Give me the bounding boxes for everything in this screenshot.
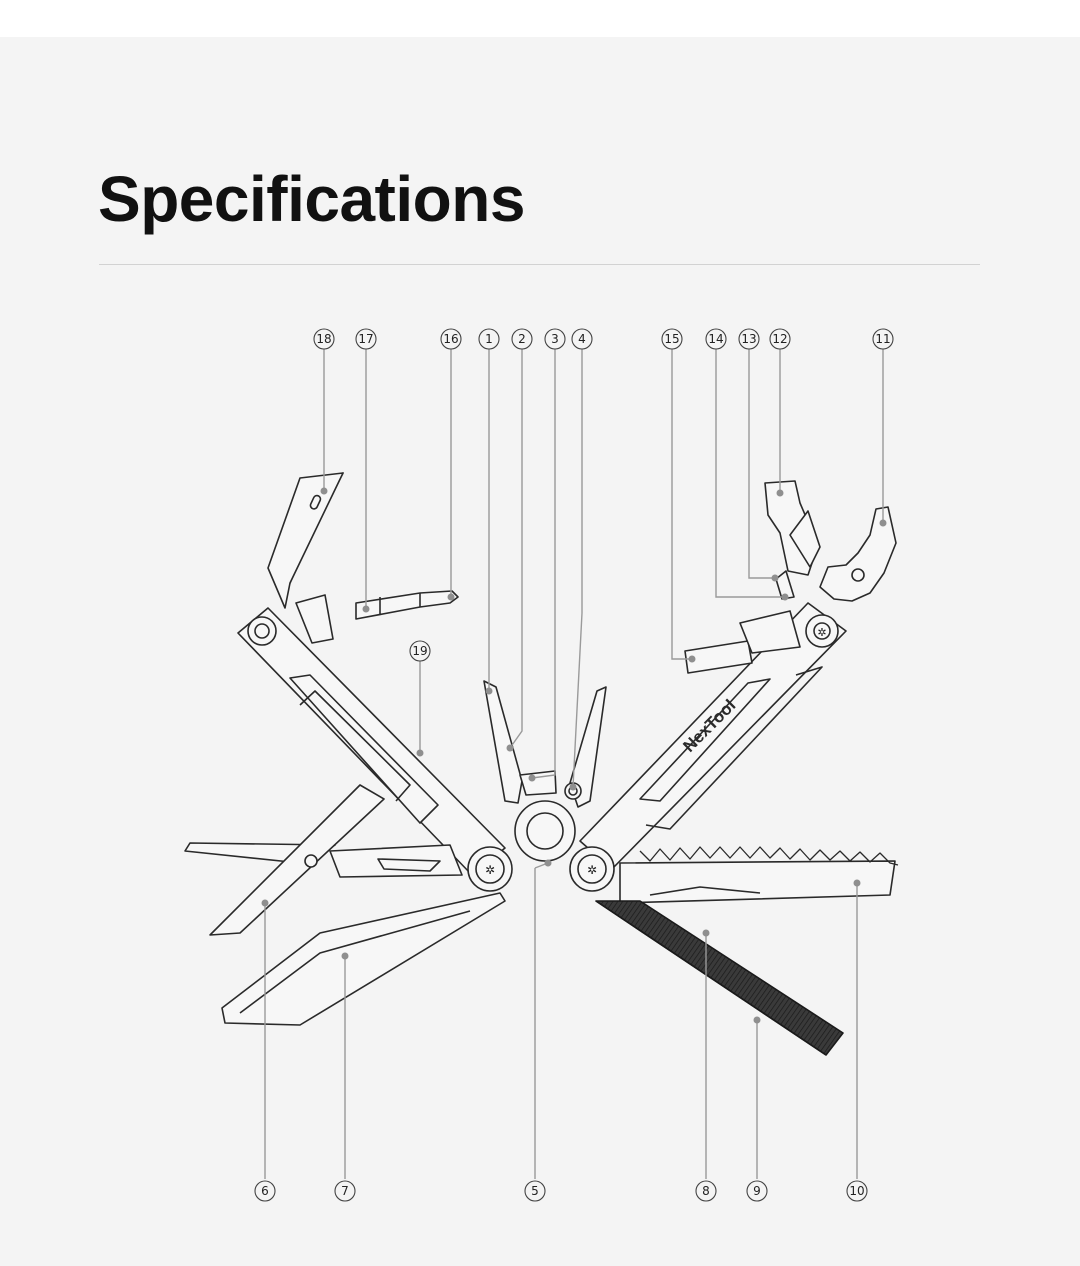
callout-4: 4: [571, 328, 593, 350]
callout-16: 16: [440, 328, 462, 350]
svg-text:19: 19: [412, 644, 427, 658]
callout-markers: 1 2 3 4 5 6 7 8 9 10 11 12 13 14 15 16 1…: [254, 328, 894, 1202]
spec-page: Specifications: [0, 37, 1080, 1266]
callout-13: 13: [738, 328, 760, 350]
blade-18: [267, 472, 344, 609]
svg-text:15: 15: [664, 332, 679, 346]
callout-11: 11: [872, 328, 894, 350]
small-tool-15: [684, 610, 801, 674]
svg-text:9: 9: [753, 1184, 761, 1198]
callout-6: 6: [254, 1180, 276, 1202]
svg-text:11: 11: [875, 332, 890, 346]
svg-text:16: 16: [443, 332, 458, 346]
callout-7: 7: [334, 1180, 356, 1202]
leader-lines: [264, 349, 884, 1179]
pivot-top-right: ✲: [805, 614, 839, 648]
svg-text:17: 17: [358, 332, 373, 346]
svg-text:2: 2: [518, 332, 526, 346]
pliers-jaws: [483, 680, 607, 808]
blade-7: [221, 892, 506, 1026]
svg-text:✲: ✲: [485, 863, 495, 877]
callout-9: 9: [746, 1180, 768, 1202]
callout-2: 2: [511, 328, 533, 350]
page-title: Specifications: [98, 163, 525, 235]
multitool-diagram: ✲ ✲ ✲: [184, 328, 899, 1202]
callout-10: 10: [846, 1180, 868, 1202]
svg-text:18: 18: [316, 332, 331, 346]
svg-text:✲: ✲: [587, 863, 597, 877]
callout-1: 1: [478, 328, 500, 350]
callout-3: 3: [544, 328, 566, 350]
callout-19: 19: [409, 640, 431, 662]
svg-text:8: 8: [702, 1184, 710, 1198]
callout-8: 8: [695, 1180, 717, 1202]
callout-14: 14: [705, 328, 727, 350]
svg-text:1: 1: [485, 332, 493, 346]
callout-17: 17: [355, 328, 377, 350]
svg-text:✲: ✲: [817, 627, 826, 639]
leader-dots: [261, 487, 887, 1024]
left-handle: [237, 607, 506, 876]
saw-10: [619, 846, 899, 904]
callout-5: 5: [524, 1180, 546, 1202]
pivot-left: ✲: [467, 846, 513, 892]
svg-text:7: 7: [341, 1184, 349, 1198]
svg-text:5: 5: [531, 1184, 539, 1198]
svg-text:3: 3: [551, 332, 559, 346]
svg-text:12: 12: [772, 332, 787, 346]
svg-text:13: 13: [741, 332, 756, 346]
pivot-top-left: [247, 616, 277, 646]
callout-15: 15: [661, 328, 683, 350]
svg-text:14: 14: [708, 332, 723, 346]
svg-text:4: 4: [578, 332, 586, 346]
right-handle: [579, 602, 847, 870]
scissors-6: [184, 784, 463, 936]
file-8: [595, 900, 844, 1056]
pivot-right: ✲: [569, 846, 615, 892]
callout-18: 18: [313, 328, 335, 350]
svg-text:10: 10: [849, 1184, 864, 1198]
callout-12: 12: [769, 328, 791, 350]
tool-housing-left: [295, 594, 334, 644]
opener-group: [764, 480, 897, 602]
svg-text:6: 6: [261, 1184, 269, 1198]
screwdriver-bit-17: [355, 590, 459, 620]
title-divider: [99, 264, 980, 265]
